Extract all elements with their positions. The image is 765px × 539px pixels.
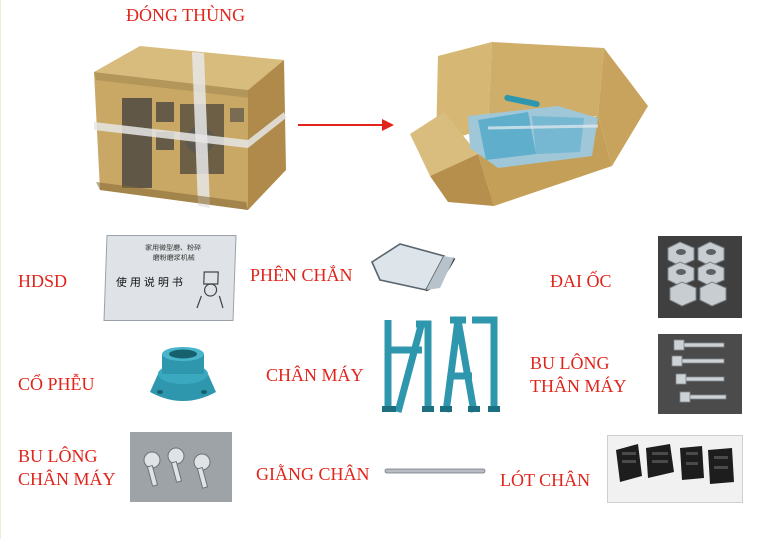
leg-bolts-icon	[130, 432, 232, 502]
manual-booklet-icon: 家用微型磨、粉碎 磨粉磨浆机械 使用说明书	[104, 236, 236, 320]
open-box-icon	[410, 42, 648, 206]
label-co-pheu: CỔ PHỄU	[18, 374, 95, 394]
label-giang-chan: GIẰNG CHÂN	[256, 464, 370, 484]
body-bolts-photo	[658, 334, 742, 414]
label-bu-long-than-may-1: BU LÔNG	[530, 353, 610, 373]
machine-sketch-icon	[196, 271, 224, 309]
cardboard-box-icon	[94, 46, 286, 210]
manual-title: 使用说明书	[115, 276, 187, 289]
rubber-pads-photo	[608, 436, 742, 502]
label-lot-chan: LÓT CHÂN	[500, 470, 591, 490]
hex-nuts-photo	[658, 236, 742, 318]
label-phen-chan: PHÊN CHẮN	[250, 265, 353, 285]
guard-plate-icon	[370, 243, 456, 292]
label-chan-may: CHÂN MÁY	[266, 365, 364, 385]
packing-title: ĐÓNG THÙNG	[126, 5, 246, 25]
label-bu-long-than-may-2: THÂN MÁY	[530, 376, 627, 396]
left-border	[0, 0, 1, 539]
manual-subtitle-2: 磨粉磨浆机械	[152, 254, 195, 262]
label-dai-oc: ĐAI ỐC	[550, 271, 612, 291]
arrow-right-icon	[298, 119, 394, 131]
label-bu-long-chan-may-2: CHÂN MÁY	[18, 469, 116, 489]
hopper-collar-icon	[150, 347, 216, 401]
manual-subtitle-1: 家用微型磨、粉碎	[144, 244, 202, 252]
bolts-icon	[671, 339, 727, 403]
label-bu-long-chan-may-1: BU LÔNG	[18, 446, 98, 466]
leg-bolts-photo	[130, 432, 232, 502]
hex-nuts-icon	[667, 241, 727, 307]
rubber-pads-icon	[616, 444, 734, 484]
label-hdsd: HDSD	[18, 271, 68, 291]
brace-rod-icon	[384, 468, 486, 474]
machine-stand-icon	[382, 316, 500, 413]
